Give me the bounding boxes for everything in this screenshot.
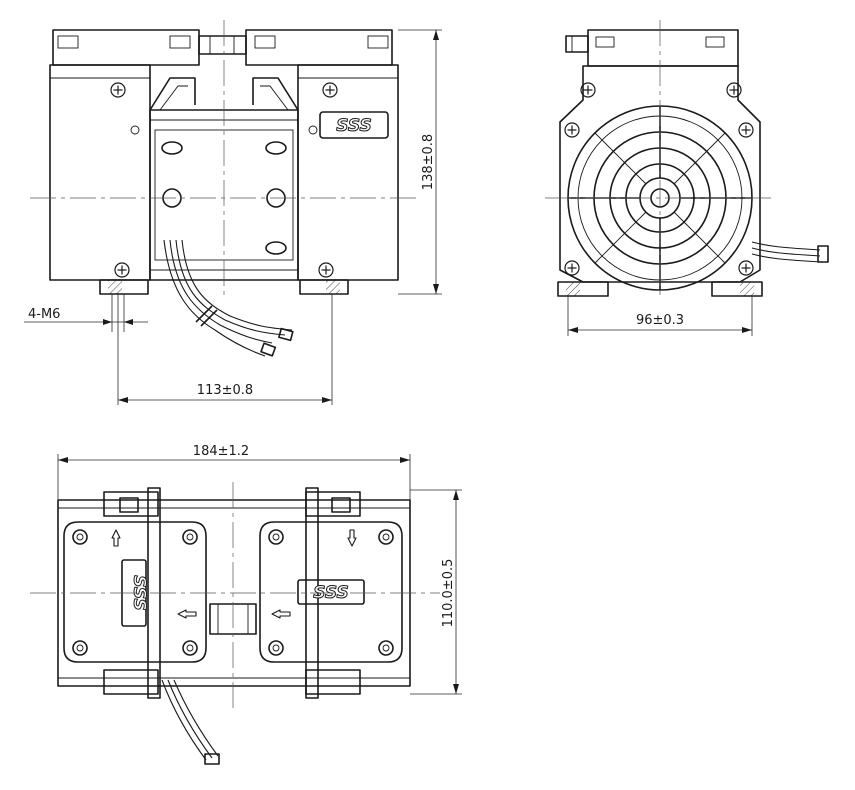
front-head-right [297,64,399,281]
top-logo-right-plate [297,579,365,605]
front-connector-tube [198,35,247,55]
front-logo-text: SSS [336,116,372,136]
side-nozzle [565,35,589,53]
top-head-right [259,521,403,663]
dim-front-height: 138±0.8 [421,134,436,190]
dim-top-width: 110.0±0.5 [441,559,456,628]
dim-top-length: 184±1.2 [193,444,249,459]
front-top-block-left [52,29,200,66]
front-logo-plate [319,111,389,139]
front-wire-bundle [163,239,294,357]
side-foot-right [711,281,763,297]
front-foot-left [99,279,149,295]
top-head-left [63,521,207,663]
dim-side-foot-spacing: 96±0.3 [636,313,684,328]
top-view: SSS SSS 184±1.2 1 [30,444,462,765]
dim-front-hole-spacing: 113±0.8 [197,383,253,398]
front-view: SSS 138±0.8 4-M6 [24,20,442,405]
top-wire-bundle [161,679,220,765]
side-view: 96±0.3 [545,20,829,336]
dim-thread-callout: 4-M6 [28,307,60,322]
front-foot-right [299,279,349,295]
side-top-block [587,29,739,67]
top-logo-left-text: SSS [129,575,149,611]
side-foot-left [557,281,609,297]
front-head-left [49,64,151,281]
side-wire-bundle [751,241,829,263]
front-top-block-right [245,29,393,66]
flow-arrow-icons [111,529,357,619]
